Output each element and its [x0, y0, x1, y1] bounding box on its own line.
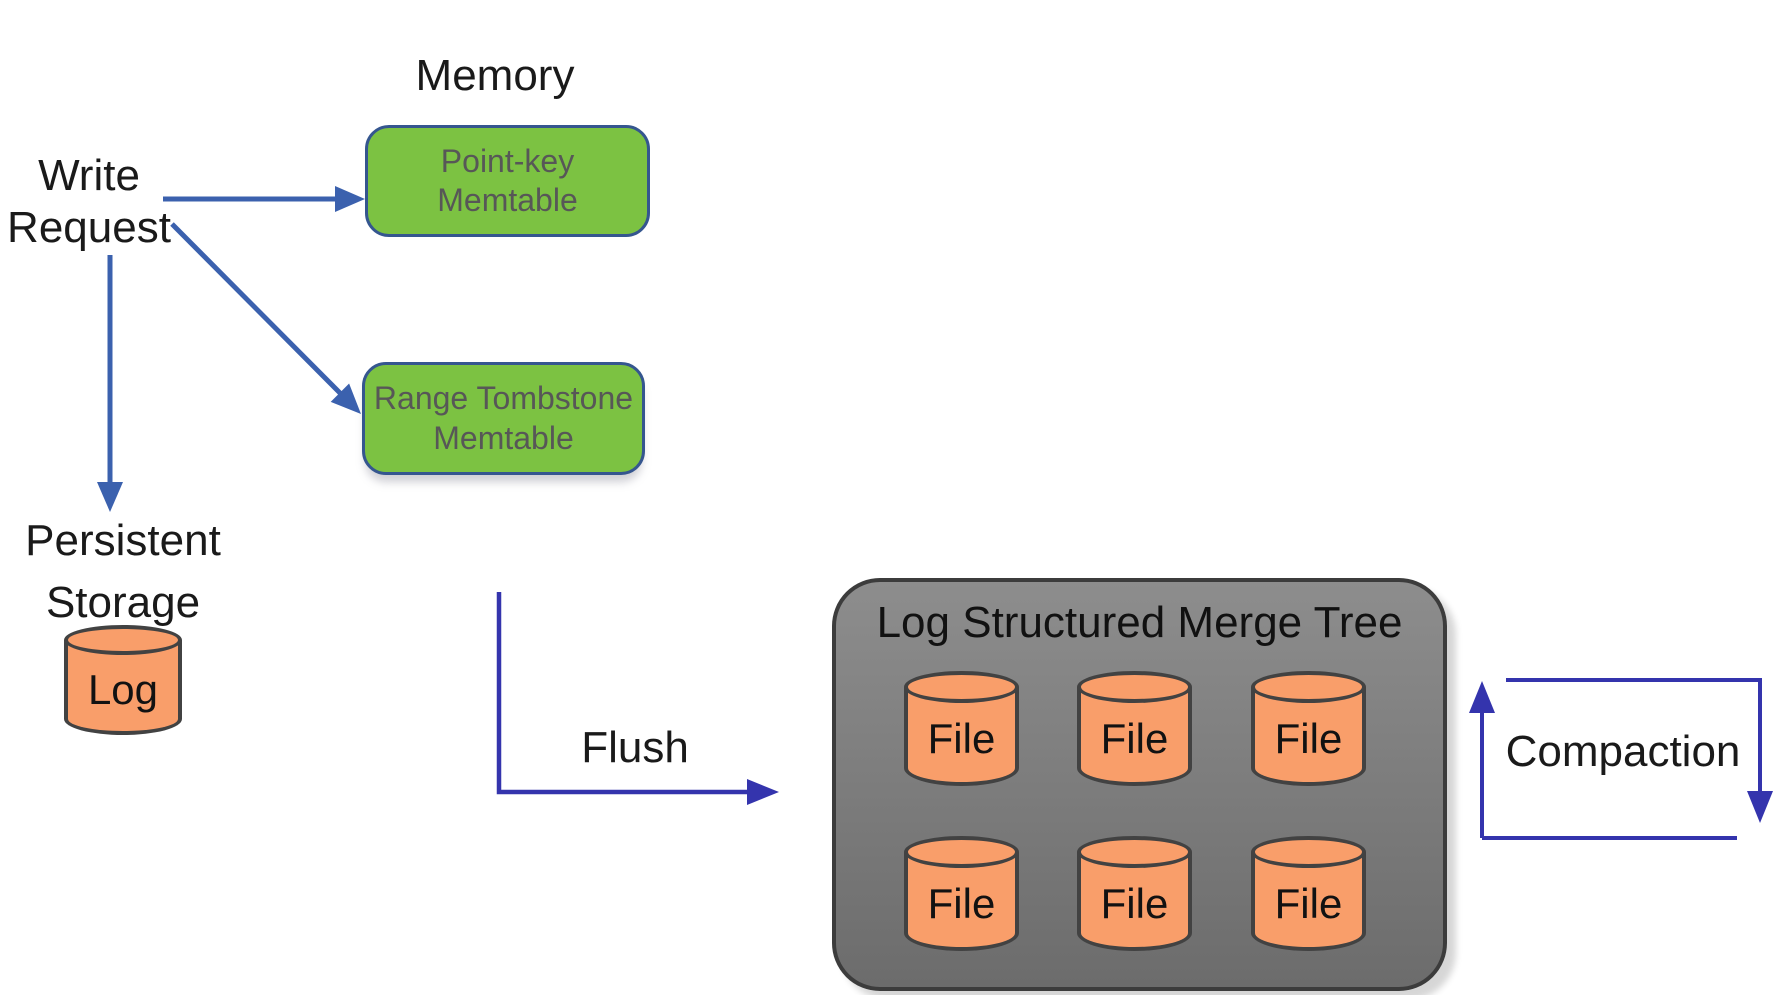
file-cylinder-top-ellipse — [1251, 671, 1366, 703]
file-cylinder-top-ellipse — [904, 836, 1019, 868]
lsm-tree-title: Log Structured Merge Tree — [876, 598, 1403, 647]
point-key-memtable-node: Point-key Memtable — [365, 125, 650, 237]
compaction-up-arrow — [1469, 681, 1495, 838]
file-cylinder-node: File — [904, 836, 1019, 951]
range-tombstone-memtable-node: Range Tombstone Memtable — [362, 362, 645, 475]
file-cylinder-label: File — [1100, 714, 1169, 762]
file-cylinder-top-ellipse — [1251, 836, 1366, 868]
file-cylinder-label: File — [1274, 879, 1343, 927]
point-key-memtable-label: Point-key Memtable — [437, 142, 578, 218]
flush-label: Flush — [581, 723, 689, 772]
file-cylinder-label: File — [927, 714, 996, 762]
log-cylinder-top-ellipse — [64, 625, 182, 655]
write-request-label: Write Request — [7, 151, 171, 252]
file-cylinder-top-ellipse — [904, 671, 1019, 703]
file-cylinder-label: File — [927, 879, 996, 927]
file-cylinder-body: File — [904, 687, 1019, 786]
file-cylinder-top-ellipse — [1077, 836, 1192, 868]
file-cylinder-body: File — [1077, 687, 1192, 786]
compaction-label: Compaction — [1505, 727, 1741, 776]
persistent-storage-label: Persistent Storage — [25, 516, 221, 628]
log-cylinder-label: Log — [87, 665, 159, 713]
file-cylinder-body: File — [1251, 687, 1366, 786]
write-to-rangetombstone-arrow — [170, 222, 361, 414]
memory-region-label: Memory — [415, 51, 575, 100]
write-to-log-arrow — [97, 255, 123, 512]
file-cylinder-node: File — [1251, 671, 1366, 786]
file-cylinder-node: File — [1251, 836, 1366, 951]
file-cylinder-label: File — [1274, 714, 1343, 762]
file-cylinder-top-ellipse — [1077, 671, 1192, 703]
file-cylinder-body: File — [1077, 852, 1192, 951]
file-cylinder-node: File — [1077, 836, 1192, 951]
write-to-pointkey-arrow — [163, 186, 365, 212]
log-cylinder-node: Log — [64, 625, 182, 735]
file-cylinder-label: File — [1100, 879, 1169, 927]
file-cylinder-node: File — [1077, 671, 1192, 786]
log-cylinder-body: Log — [64, 640, 182, 735]
range-tombstone-memtable-label: Range Tombstone Memtable — [373, 380, 634, 456]
file-cylinder-body: File — [904, 852, 1019, 951]
lsm-tree-container: Log Structured Merge Tree File File File… — [832, 578, 1447, 991]
file-cylinder-node: File — [904, 671, 1019, 786]
file-cylinder-body: File — [1251, 852, 1366, 951]
